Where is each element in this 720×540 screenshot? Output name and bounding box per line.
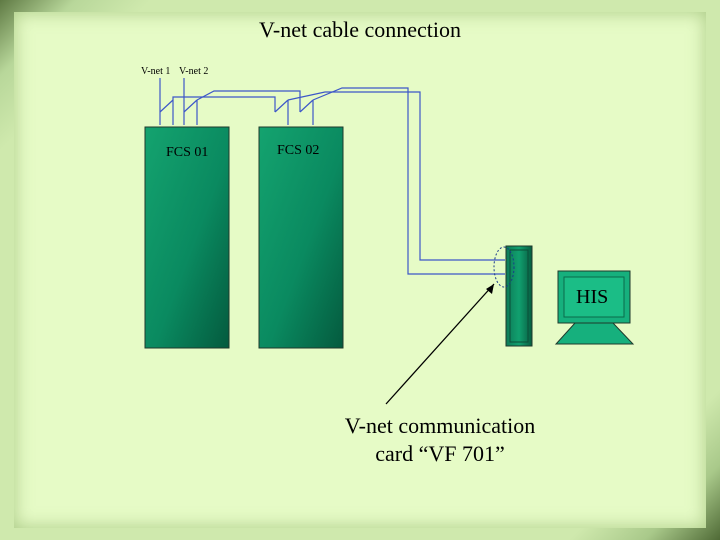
- vnet2-to-card: [312, 87, 505, 275]
- his-label: HIS: [576, 286, 609, 308]
- vnet-cables: [159, 78, 505, 275]
- card-label-line2: card “VF 701”: [375, 441, 505, 466]
- fcs02-cabinet: [258, 126, 344, 349]
- vnet1-to-card: [287, 91, 505, 261]
- fcs01-cabinet: [144, 126, 230, 349]
- vnet2-label: V-net 2: [179, 66, 209, 77]
- vnet1-route: [172, 96, 276, 112]
- vnet2-route: [196, 90, 301, 112]
- card-highlight-ellipse: [493, 246, 515, 288]
- fcs01-label: FCS 01: [166, 145, 209, 160]
- card-label: V-net communication card “VF 701”: [320, 412, 560, 468]
- his-workstation: [554, 270, 635, 345]
- vnet1-label: V-net 1: [141, 66, 171, 77]
- pointer-arrow: [385, 283, 495, 405]
- page-title: V-net cable connection: [259, 17, 461, 42]
- fcs02-label: FCS 02: [277, 143, 320, 158]
- slide-background: [14, 12, 706, 528]
- card-label-line1: V-net communication: [344, 413, 536, 438]
